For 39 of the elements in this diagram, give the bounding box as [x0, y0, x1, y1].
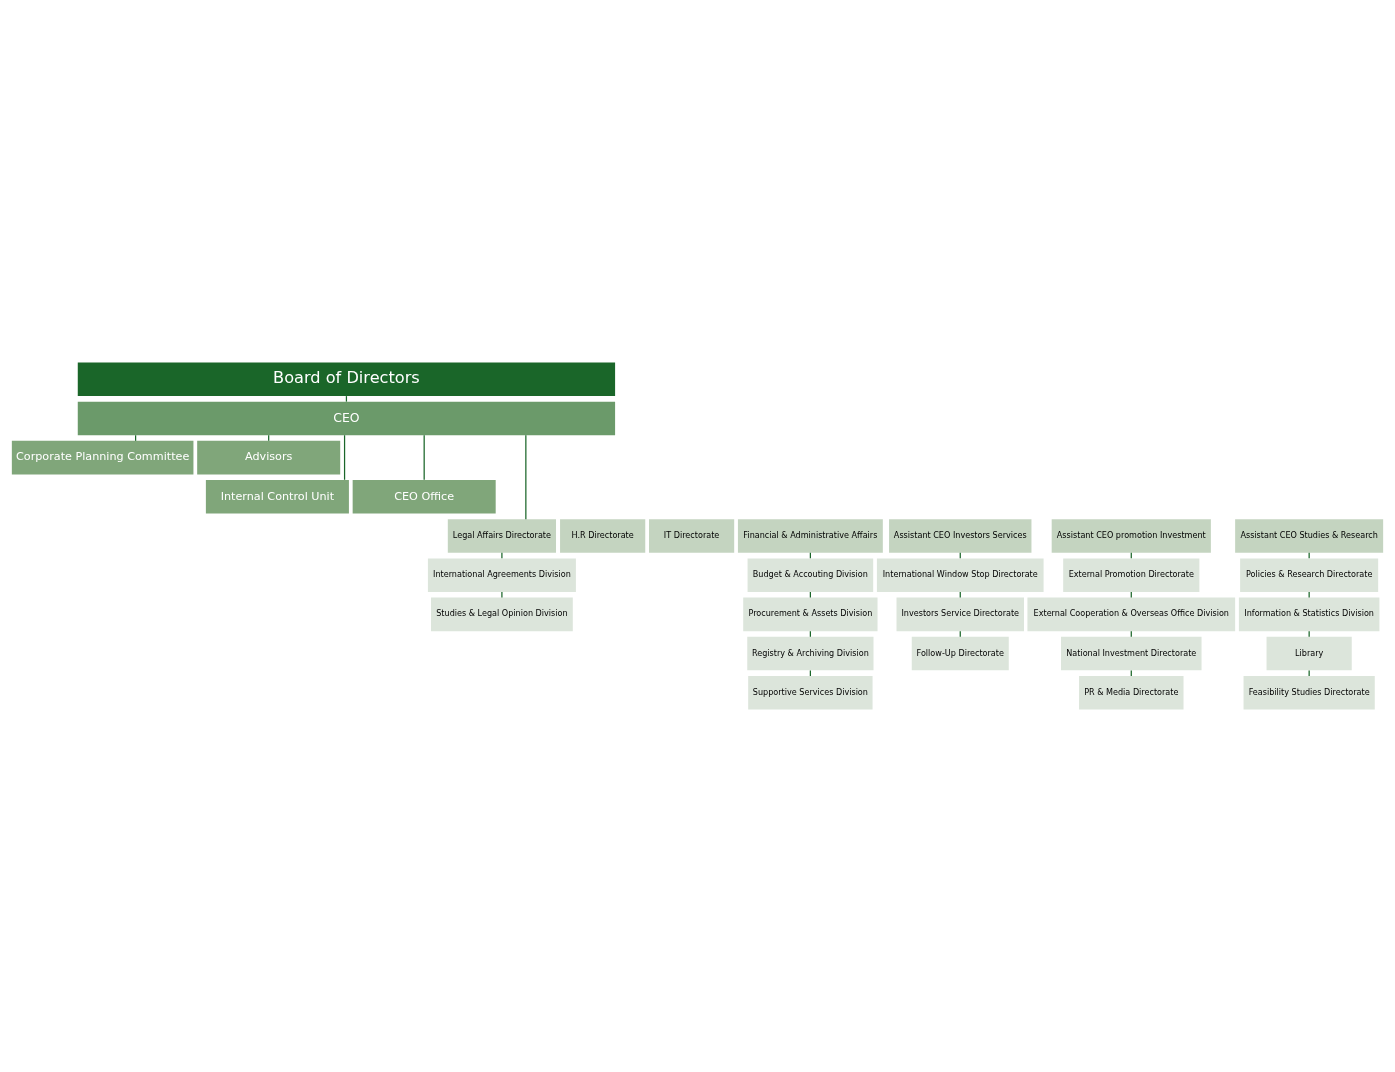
node-box: CEO Office: [352, 480, 496, 514]
node-box: CEO: [77, 401, 616, 436]
connector: [501, 552, 503, 559]
connector: [1308, 669, 1310, 677]
node-box: Board of Directors: [77, 362, 616, 397]
node-box: Feasibility Studies Directorate: [1243, 675, 1375, 710]
node-box: International Window Stop Directorate: [876, 558, 1044, 592]
node-box: Assistant CEO Studies & Research: [1235, 519, 1384, 553]
connector: [423, 434, 425, 481]
node-box: External Promotion Directorate: [1063, 558, 1200, 592]
connector: [525, 434, 527, 520]
node-box: Procurement & Assets Division: [743, 597, 878, 632]
node-box: Information & Statistics Division: [1238, 597, 1380, 632]
connector: [1308, 591, 1310, 599]
node-box: Internal Control Unit: [205, 480, 349, 514]
node-box: International Agreements Division: [427, 558, 576, 592]
node-box: Budget & Accouting Division: [747, 558, 874, 592]
connector: [501, 591, 503, 599]
connector: [1308, 552, 1310, 559]
node-box: Registry & Archiving Division: [747, 636, 874, 671]
node-box: Library: [1266, 636, 1352, 671]
node-box: External Cooperation & Overseas Office Division: [1027, 597, 1236, 632]
node-box: National Investment Directorate: [1061, 636, 1202, 671]
connector: [1308, 630, 1310, 638]
node-box: IT Directorate: [649, 519, 735, 553]
node-box: Advisors: [197, 440, 341, 475]
node-box: Studies & Legal Opinion Division: [431, 597, 573, 632]
node-box: Policies & Research Directorate: [1240, 558, 1379, 592]
node-box: Investors Service Directorate: [896, 597, 1024, 632]
node-box: Legal Affairs Directorate: [447, 519, 556, 553]
node-box: PR & Media Directorate: [1079, 675, 1184, 710]
node-box: H.R Directorate: [560, 519, 646, 553]
node-box: Assistant CEO Investors Services: [889, 519, 1032, 553]
node-box: Financial & Administrative Affairs: [737, 519, 883, 553]
node-box: Assistant CEO promotion Investment: [1051, 519, 1211, 553]
connector: [343, 434, 346, 481]
node-box: Corporate Planning Committee: [11, 440, 194, 475]
node-box: Supportive Services Division: [748, 675, 873, 710]
node-box: Follow-Up Directorate: [911, 636, 1009, 671]
